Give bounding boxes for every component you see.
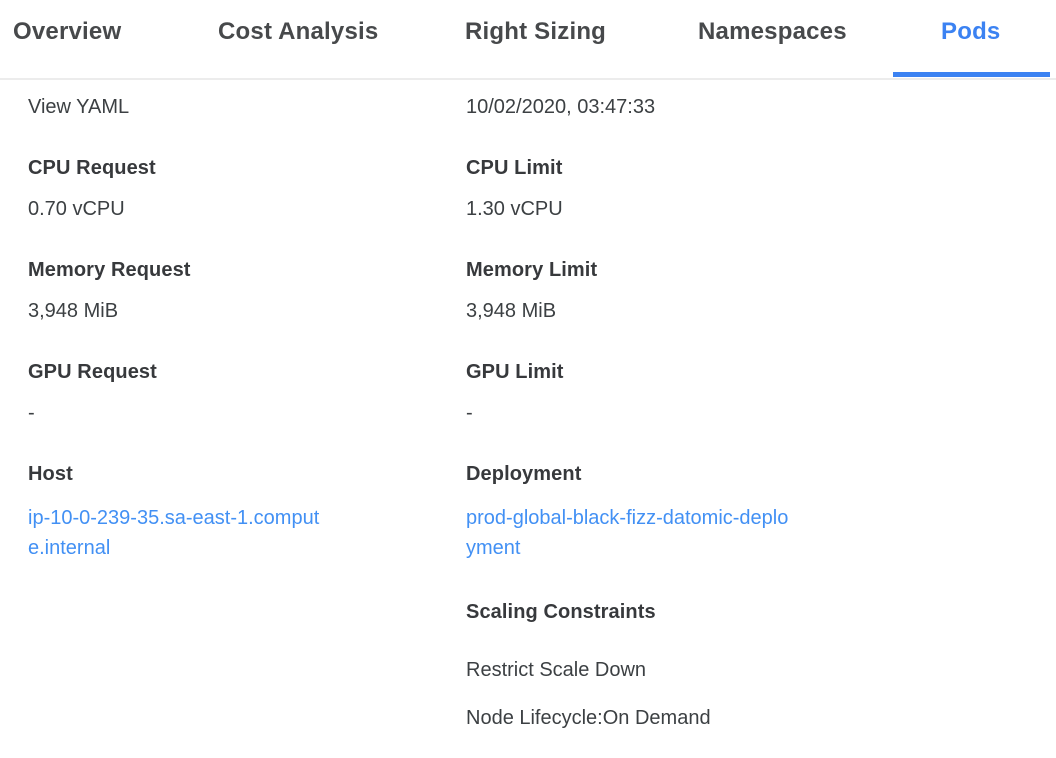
- host-label: Host: [28, 463, 73, 485]
- tab-namespaces[interactable]: Namespaces: [698, 18, 847, 45]
- scaling-constraints-label: Scaling Constraints: [466, 601, 656, 623]
- cpu-limit-value: 1.30 vCPU: [466, 198, 563, 220]
- scaling-constraints-field: Scaling Constraints Restrict Scale Down …: [466, 600, 1032, 730]
- host-field: Host ip-10-0-239-35.sa-east-1.compute.in…: [28, 462, 466, 563]
- tab-pods[interactable]: Pods: [941, 18, 1001, 45]
- cpu-request-value: 0.70 vCPU: [28, 198, 125, 220]
- gpu-limit-label: GPU Limit: [466, 361, 564, 383]
- tab-cost-analysis[interactable]: Cost Analysis: [218, 18, 379, 45]
- host-link[interactable]: ip-10-0-239-35.sa-east-1.compute.interna…: [28, 507, 320, 559]
- deployment-field: Deployment prod-global-black-fizz-datomi…: [466, 462, 1032, 563]
- memory-request-field: Memory Request 3,948 MiB: [28, 258, 466, 323]
- timestamp-cell: 10/02/2020, 03:47:33: [466, 95, 1032, 119]
- deployment-label: Deployment: [466, 463, 582, 485]
- last-updated-timestamp: 10/02/2020, 03:47:33: [466, 96, 656, 118]
- scaling-constraint-item: Restrict Scale Down: [466, 659, 647, 681]
- spacer-cell: [28, 600, 466, 730]
- gpu-request-field: GPU Request -: [28, 360, 466, 425]
- memory-limit-label: Memory Limit: [466, 259, 598, 281]
- cpu-request-label: CPU Request: [28, 157, 156, 179]
- tab-overview[interactable]: Overview: [13, 18, 122, 45]
- gpu-limit-field: GPU Limit -: [466, 360, 1032, 425]
- gpu-limit-value: -: [466, 402, 473, 424]
- cpu-limit-field: CPU Limit 1.30 vCPU: [466, 156, 1032, 221]
- gpu-request-value: -: [28, 402, 35, 424]
- active-tab-indicator: [893, 72, 1050, 77]
- scaling-constraint-item: Node Lifecycle:On Demand: [466, 707, 711, 729]
- cpu-limit-label: CPU Limit: [466, 157, 563, 179]
- deployment-link[interactable]: prod-global-black-fizz-datomic-deploymen…: [466, 507, 789, 559]
- tab-bar: Overview Cost Analysis Right Sizing Name…: [0, 0, 1056, 80]
- gpu-request-label: GPU Request: [28, 361, 157, 383]
- memory-request-value: 3,948 MiB: [28, 300, 119, 322]
- memory-limit-value: 3,948 MiB: [466, 300, 557, 322]
- memory-limit-field: Memory Limit 3,948 MiB: [466, 258, 1032, 323]
- pod-details-grid: View YAML 10/02/2020, 03:47:33 CPU Reque…: [0, 80, 1056, 758]
- memory-request-label: Memory Request: [28, 259, 191, 281]
- tab-right-sizing[interactable]: Right Sizing: [465, 18, 607, 45]
- view-yaml-cell: View YAML: [28, 95, 466, 119]
- cpu-request-field: CPU Request 0.70 vCPU: [28, 156, 466, 221]
- view-yaml-link[interactable]: View YAML: [28, 96, 130, 118]
